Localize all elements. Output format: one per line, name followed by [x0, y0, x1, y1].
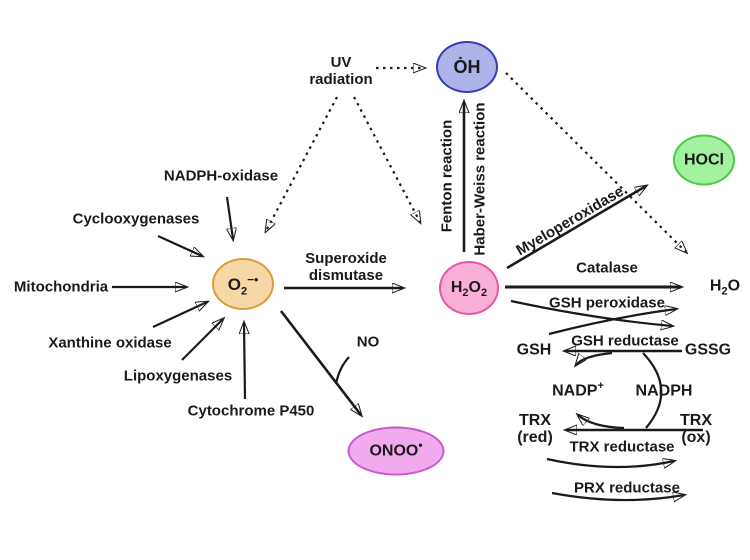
label-no: NO — [356, 333, 380, 351]
label-uv-line1: UV — [330, 54, 352, 71]
node-hydrogen-peroxide: H2O2 — [439, 261, 499, 315]
label-prx-reductase: PRX reductase — [574, 479, 680, 497]
label-nadph-oxidase: NADPH-oxidase — [163, 167, 279, 185]
label-haber-weiss-reaction: Haber-Weiss reaction — [471, 102, 489, 256]
arc-prx-reductase — [551, 493, 684, 500]
arrow-myeloperoxidase — [506, 186, 646, 270]
arrow-lipoxygenases-to-superoxide — [181, 319, 223, 361]
arrow-cytochrome-p450-to-superoxide — [244, 323, 245, 400]
label-cytochrome-p450: Cytochrome P450 — [187, 402, 315, 420]
label-cyclooxygenases: Cyclooxygenases — [72, 210, 200, 228]
node-peroxynitrite: ONOO• — [347, 426, 445, 476]
arc-cycle-to-nadp-top — [576, 351, 613, 365]
node-h2o2-label: H2O2 — [450, 279, 488, 300]
label-trx-red-line2: (red) — [517, 429, 553, 446]
label-trx-ox-line2: (ox) — [681, 429, 711, 446]
label-trx-reductase: TRX reductase — [569, 438, 675, 456]
arrow-superoxide-to-peroxynitrite — [279, 310, 361, 415]
arc-trx-cycle — [546, 459, 674, 467]
label-trx-red-line1: TRX — [519, 412, 551, 429]
arrow-nadph-oxidase-to-superoxide — [227, 196, 233, 239]
label-trx-ox-line1: TRX — [680, 412, 712, 429]
node-onoo-label: ONOO• — [369, 437, 423, 459]
dashed-arrow-uv-to-h2o2 — [353, 96, 420, 222]
node-hocl-label: HOCl — [684, 151, 724, 168]
node-superoxide-label: O2−• — [227, 271, 259, 297]
node-hypochlorous-acid: HOCl — [673, 134, 735, 186]
label-mitochondria: Mitochondria — [13, 278, 109, 296]
label-uv-radiation: UV radiation — [309, 54, 372, 88]
label-trx-oxidized: TRX (ox) — [680, 412, 712, 446]
label-fenton-reaction: Fenton reaction — [438, 119, 456, 233]
label-uv-line2: radiation — [309, 71, 373, 88]
arc-gsh-peroxidase-upper — [510, 299, 672, 326]
label-lipoxygenases: Lipoxygenases — [123, 367, 233, 385]
arrow-xanthine-oxidase-to-superoxide — [152, 302, 207, 328]
arrow-cyclooxygenases-to-superoxide — [157, 234, 202, 256]
label-gssg: GSSG — [684, 341, 732, 359]
label-sod-line1: Superoxide — [305, 250, 387, 267]
label-gsh: GSH — [516, 341, 552, 359]
label-nadph: NADPH — [635, 382, 693, 400]
label-catalase: Catalase — [576, 259, 638, 277]
arc-cycle-right — [642, 352, 663, 429]
label-sod-line2: dismutase — [308, 267, 384, 284]
node-hydroxyl-label: ȮH — [453, 57, 481, 77]
curve-no-merge — [334, 356, 350, 385]
node-hydroxyl-radical: ȮH — [436, 41, 498, 93]
dashed-arrow-hydroxyl-to-h2o — [505, 72, 686, 252]
arc-gsh-peroxidase-lower — [548, 309, 676, 336]
label-trx-reduced: TRX (red) — [517, 412, 553, 446]
label-gsh-reductase: GSH reductase — [571, 332, 679, 350]
node-superoxide: O2−• — [212, 258, 274, 310]
label-nadp-plus: NADP+ — [552, 380, 604, 400]
dashed-arrow-uv-to-superoxide — [266, 96, 338, 231]
arc-cycle-to-nadp-bottom — [578, 415, 625, 430]
label-h2o: H2O — [709, 277, 741, 298]
label-gsh-peroxidase: GSH peroxidase — [549, 294, 665, 312]
label-xanthine-oxidase: Xanthine oxidase — [48, 334, 172, 352]
label-superoxide-dismutase: Superoxide dismutase — [305, 250, 387, 284]
